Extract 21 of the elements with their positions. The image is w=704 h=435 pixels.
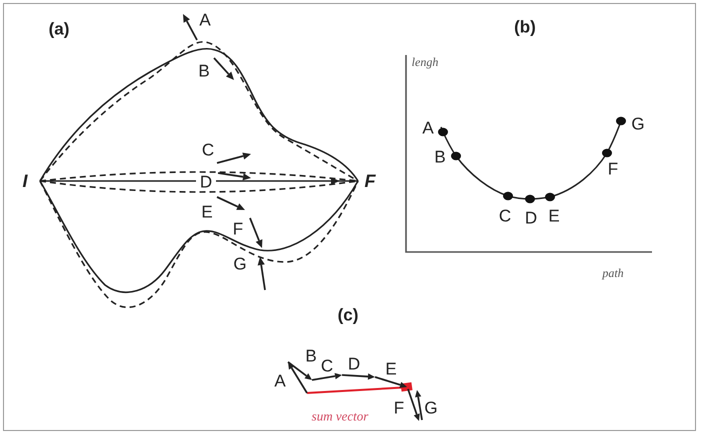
vector-label: E (385, 360, 397, 378)
endpoint-label: F (364, 172, 376, 190)
vector-label: B (198, 62, 210, 80)
panel-label: (c) (338, 306, 358, 324)
vector-label: D (348, 356, 360, 372)
vector-label: A (199, 12, 211, 28)
vector-label: C (202, 142, 214, 158)
axis-label: path (602, 267, 624, 279)
vector-label: D (200, 174, 212, 190)
vector-label: F (232, 220, 244, 238)
endpoint-label: I (22, 172, 28, 190)
vector-label: G (424, 400, 438, 416)
vector-label: B (305, 348, 317, 364)
vector-label: G (233, 256, 247, 272)
vector-label: E (201, 204, 213, 220)
vector-label: A (274, 372, 286, 390)
vector-label: sum vector (312, 410, 368, 422)
vector-label: F (394, 400, 404, 416)
vector-label: C (320, 358, 334, 374)
panel-label: (a) (48, 20, 70, 38)
panel-label: (b) (514, 18, 536, 36)
